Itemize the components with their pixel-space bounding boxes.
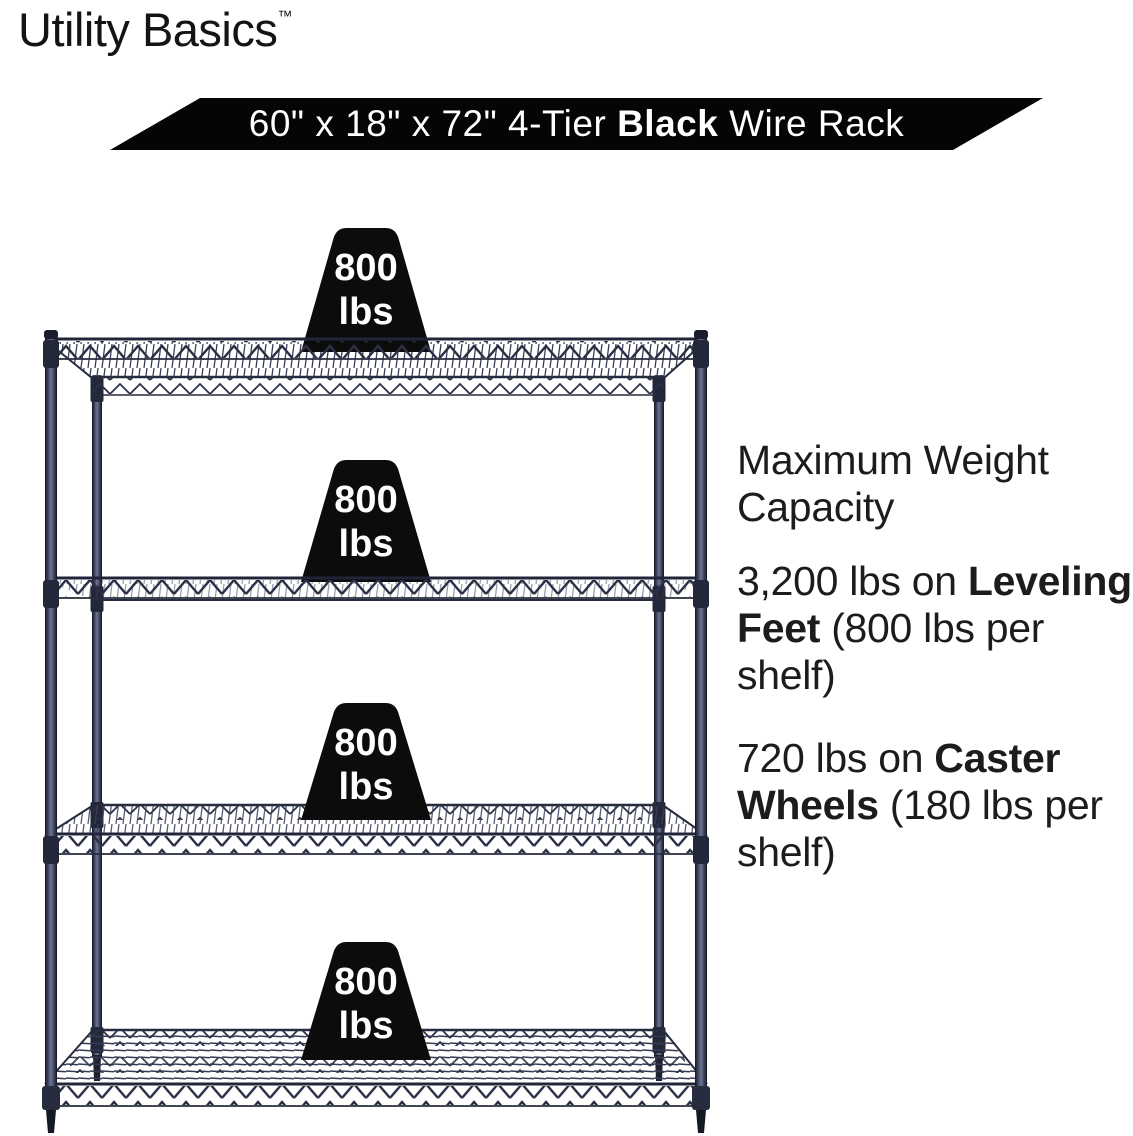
capacity-unit: lbs [339,523,394,565]
weight-badge-shape [301,942,431,1060]
trademark-symbol: ™ [277,8,293,25]
weight-badge-shape [301,703,431,820]
weight-badge-2: 800 lbs [301,460,431,582]
capacity-value: 800 [334,479,397,521]
capacity-value: 800 [334,722,397,764]
capacity-unit: lbs [339,766,394,808]
shelf-2-front-edge [45,576,707,599]
weight-badge-1: 800 lbs [301,228,431,352]
front-right-leveling-foot [696,1110,706,1133]
weight-badge-4: 800 lbs [301,942,431,1060]
shelf-1-front-edge [45,337,707,360]
product-title-banner: 60" x 18" x 72" 4-Tier Black Wire Rack [110,98,1043,150]
capacity-value: 800 [334,247,397,289]
shelf-4-front-edge [45,1082,707,1107]
shelf-3-front-edge [45,832,707,855]
capacity-value: 800 [334,961,397,1003]
front-left-leveling-foot [46,1110,56,1133]
capacity-unit: lbs [339,291,394,333]
product-title: 60" x 18" x 72" 4-Tier Black Wire Rack [248,103,905,144]
capacity-unit: lbs [339,1005,394,1047]
brand-name: Utility Basics [18,3,278,56]
wire-rack-illustration: 800 lbs 800 lbs 800 lbs 800 lbs [42,228,710,1133]
rack-front-posts [42,330,710,1133]
weight-badge-shape [301,228,431,352]
weight-badge-3: 800 lbs [301,703,431,820]
brand-logo: Utility Basics™ [18,4,292,56]
weight-badge-shape [301,460,431,582]
